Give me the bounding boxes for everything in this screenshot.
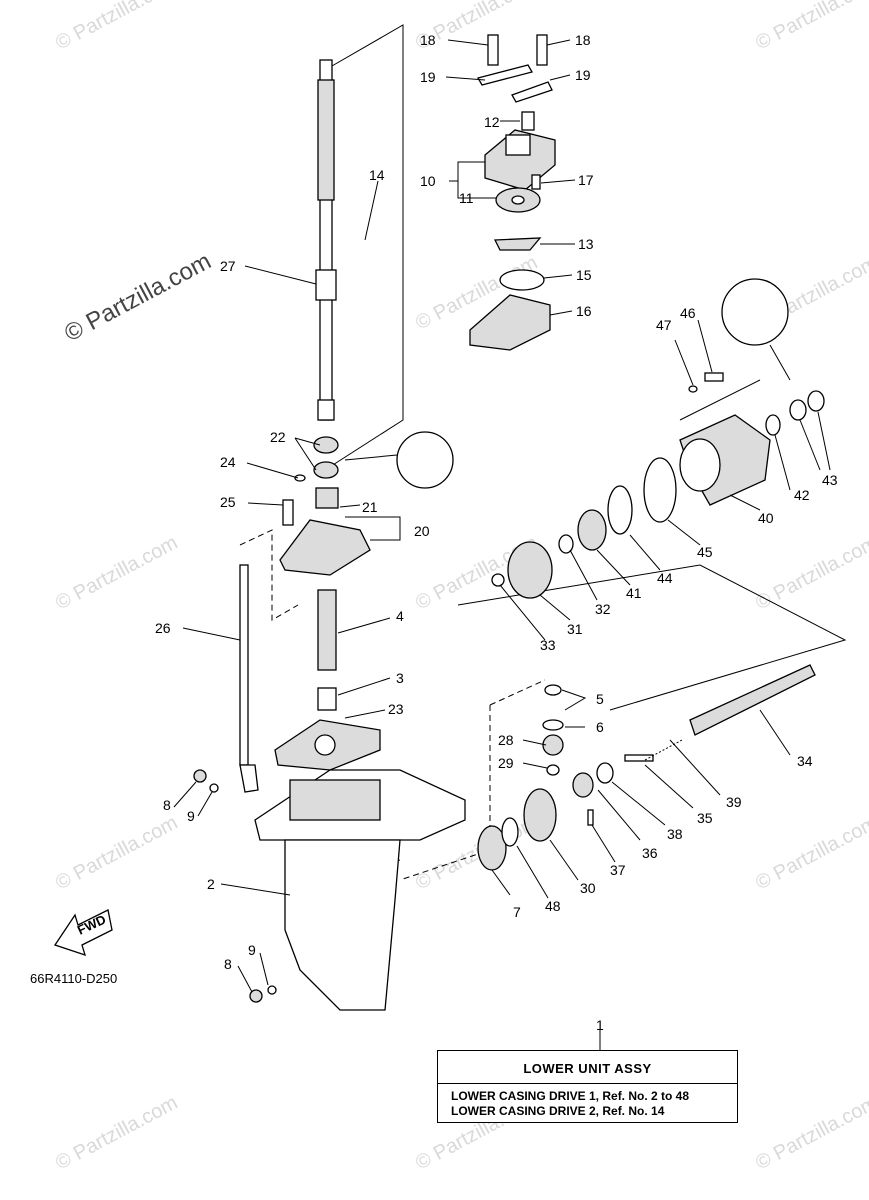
assembly-line-2: LOWER CASING DRIVE 2, Ref. No. 14 — [451, 1104, 665, 1118]
watermark: © Partzilla.com — [752, 532, 869, 615]
callout-42: 42 — [794, 487, 810, 503]
watermark: © Partzilla.com — [52, 532, 181, 615]
assembly-title: LOWER UNIT ASSY — [523, 1061, 652, 1076]
watermark: © Partzilla.com — [752, 812, 869, 895]
callout-14: 14 — [369, 167, 385, 183]
watermark: © Partzilla.com — [52, 1092, 181, 1175]
water-pump-group — [469, 34, 556, 351]
callout-25: 25 — [220, 494, 236, 510]
watermark: © Partzilla.com — [52, 812, 181, 895]
callout-3: 3 — [396, 670, 404, 686]
callout-8a: 8 — [163, 797, 171, 813]
callout-4: 4 — [396, 608, 404, 624]
callout-33: 33 — [540, 637, 556, 653]
callout-45: 45 — [697, 544, 713, 560]
callout-35: 35 — [697, 810, 713, 826]
callout-15: 15 — [576, 267, 592, 283]
callout-12: 12 — [484, 114, 500, 130]
callout-37: 37 — [610, 862, 626, 878]
callout-40: 40 — [758, 510, 774, 526]
callout-43: 43 — [822, 472, 838, 488]
callout-34: 34 — [797, 753, 813, 769]
leader-lines — [173, 39, 831, 1050]
callout-20: 20 — [414, 523, 430, 539]
callout-46: 46 — [680, 305, 696, 321]
callout-18b: 18 — [575, 32, 591, 48]
watermark: © Partzilla.com — [752, 0, 869, 54]
watermark: © Partzilla.com — [52, 0, 181, 54]
callout-2: 2 — [207, 876, 215, 892]
assembly-reference-box: LOWER UNIT ASSY LOWER CASING DRIVE 1, Re… — [437, 1050, 738, 1123]
callout-26: 26 — [155, 620, 171, 636]
callout-27: 27 — [220, 258, 236, 274]
callout-48: 48 — [545, 898, 561, 914]
gear-bearing-group — [477, 372, 825, 871]
callout-47: 47 — [656, 317, 672, 333]
upper-housing-group — [274, 436, 381, 771]
callout-44: 44 — [657, 570, 673, 586]
callout-13: 13 — [578, 236, 594, 252]
callout-24: 24 — [220, 454, 236, 470]
callout-32: 32 — [595, 601, 611, 617]
callout-16: 16 — [576, 303, 592, 319]
callout-22: 22 — [270, 429, 286, 445]
callout-19a: 19 — [420, 69, 436, 85]
callout-19b: 19 — [575, 67, 591, 83]
drive-shaft — [315, 59, 337, 421]
callout-18a: 18 — [420, 32, 436, 48]
callout-numbers: 1 2 3 4 5 6 7 8 8 9 9 10 11 12 13 14 15 … — [155, 32, 838, 1033]
callout-11: 11 — [459, 190, 474, 206]
callout-38: 38 — [667, 826, 683, 842]
callout-21: 21 — [362, 499, 378, 515]
callout-31: 31 — [567, 621, 583, 637]
callout-9b: 9 — [248, 942, 256, 958]
callout-9a: 9 — [187, 808, 195, 824]
watermark-main: © Partzilla.com — [60, 248, 215, 348]
callout-30: 30 — [580, 880, 596, 896]
watermark-layer: © Partzilla.com © Partzilla.com © Partzi… — [52, 0, 869, 1174]
callout-8b: 8 — [224, 956, 232, 972]
drain-screws — [193, 769, 277, 1003]
callout-10: 10 — [420, 173, 436, 189]
fwd-arrow: FWD — [53, 909, 113, 957]
callout-1: 1 — [596, 1017, 604, 1033]
watermark: © Partzilla.com — [752, 1092, 869, 1175]
diagram-code: 66R4110-D250 — [30, 971, 117, 986]
callout-36: 36 — [642, 845, 658, 861]
detail-callout-circles — [344, 278, 791, 489]
callout-28: 28 — [498, 732, 514, 748]
callout-29: 29 — [498, 755, 514, 771]
callout-6: 6 — [596, 719, 604, 735]
callout-39: 39 — [726, 794, 742, 810]
callout-41: 41 — [626, 585, 642, 601]
callout-5: 5 — [596, 691, 604, 707]
callout-17: 17 — [578, 172, 594, 188]
lower-casing — [254, 769, 466, 1011]
divider — [438, 1083, 737, 1084]
callout-23: 23 — [388, 701, 404, 717]
shift-rod — [239, 564, 259, 793]
assembly-line-1: LOWER CASING DRIVE 1, Ref. No. 2 to 48 — [451, 1089, 690, 1103]
callout-7: 7 — [513, 904, 521, 920]
